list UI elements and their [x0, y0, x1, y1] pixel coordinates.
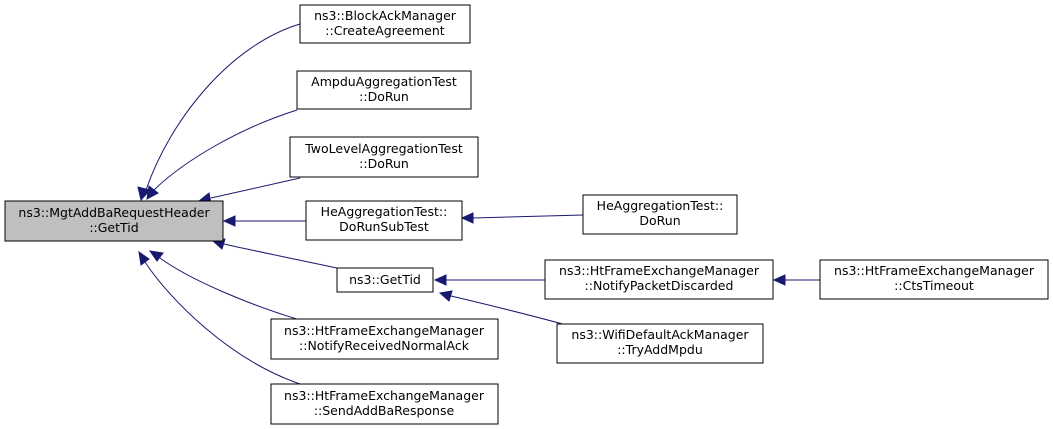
- edge-send-addba-to-root: [144, 261, 301, 385]
- edge-he-dorun-to-he-subtest-arrowhead: [460, 212, 474, 224]
- edge-try-add-mpdu-to-get-tid: [450, 295, 571, 327]
- node-label-line-1: AmpduAggregationTest: [311, 74, 457, 89]
- node-label-line-2: ::GetTid: [89, 220, 138, 235]
- edge-notify-discarded-to-get-tid-arrowhead: [433, 274, 447, 286]
- edge-two-level-test-to-root: [210, 177, 301, 199]
- node-label-line-2: ::SendAddBaResponse: [314, 403, 455, 418]
- node-label-line-2: ::TryAddMpdu: [617, 342, 703, 357]
- node-label-line-1: HeAggregationTest::: [597, 198, 724, 213]
- edge-notify-normal-ack-to-root-arrowhead: [148, 250, 164, 262]
- edge-send-addba-to-root-arrowhead: [138, 250, 150, 266]
- node-label-line-2: ::NotifyPacketDiscarded: [585, 278, 734, 293]
- node-label-line-1: ns3::HtFrameExchangeManager: [834, 263, 1035, 278]
- node-mgt-addba-request-header-get-tid[interactable]: ns3::MgtAddBaRequestHeader ::GetTid: [4, 200, 224, 242]
- edge-notify-normal-ack-to-root: [159, 257, 301, 321]
- node-label-line-2: ::DoRun: [359, 156, 409, 171]
- node-block-ack-manager-create-agreement[interactable]: ns3::BlockAckManager ::CreateAgreement: [299, 4, 471, 44]
- node-label-line-2: ::NotifyReceivedNormalAck: [299, 338, 470, 353]
- node-label-line-1: ns3::HtFrameExchangeManager: [284, 323, 485, 338]
- node-label-line-1: ns3::GetTid: [349, 272, 421, 287]
- edge-ampdu-test-to-root: [153, 109, 298, 191]
- node-two-level-aggregation-test-do-run[interactable]: TwoLevelAggregationTest ::DoRun: [289, 136, 479, 178]
- node-label-line-1: HeAggregationTest::: [321, 204, 448, 219]
- node-ht-frame-exchange-manager-cts-timeout[interactable]: ns3::HtFrameExchangeManager ::CtsTimeout: [819, 259, 1049, 300]
- edge-try-add-mpdu-to-get-tid-arrowhead: [438, 290, 453, 302]
- node-label-line-2: ::DoRun: [359, 89, 409, 104]
- edge-he-subtest-to-root-arrowhead: [222, 215, 236, 227]
- nodes: ns3::MgtAddBaRequestHeader ::GetTid ns3:…: [4, 4, 1049, 425]
- edge-ampdu-test-to-root-arrowhead: [146, 185, 159, 200]
- edge-cts-timeout-to-notify-discarded-arrowhead: [772, 274, 786, 286]
- node-label-line-1: ns3::MgtAddBaRequestHeader: [18, 205, 210, 220]
- node-ht-frame-exchange-manager-send-add-ba-response[interactable]: ns3::HtFrameExchangeManager ::SendAddBaR…: [270, 383, 499, 425]
- node-label-line-2: DoRunSubTest: [339, 219, 429, 234]
- node-label-line-2: ::CtsTimeout: [894, 278, 974, 293]
- node-label-line-1: ns3::WifiDefaultAckManager: [571, 327, 749, 342]
- node-label-line-1: ns3::HtFrameExchangeManager: [284, 388, 485, 403]
- node-label-line-1: TwoLevelAggregationTest: [304, 141, 463, 156]
- node-ht-frame-exchange-manager-notify-received-normal-ack[interactable]: ns3::HtFrameExchangeManager ::NotifyRece…: [270, 318, 499, 360]
- node-label-line-1: ns3::BlockAckManager: [314, 8, 457, 23]
- node-label-line-2: DoRun: [639, 213, 680, 228]
- edge-get-tid-to-root: [223, 243, 338, 269]
- node-he-aggregation-test-do-run[interactable]: HeAggregationTest:: DoRun: [582, 194, 738, 235]
- edge-block-ack-to-root: [145, 23, 301, 191]
- node-ht-frame-exchange-manager-notify-packet-discarded[interactable]: ns3::HtFrameExchangeManager ::NotifyPack…: [544, 259, 774, 300]
- node-wifi-default-ack-manager-try-add-mpdu[interactable]: ns3::WifiDefaultAckManager ::TryAddMpdu: [556, 323, 764, 364]
- node-he-aggregation-test-do-run-sub-test[interactable]: HeAggregationTest:: DoRunSubTest: [305, 200, 463, 241]
- node-get-tid[interactable]: ns3::GetTid: [336, 267, 434, 293]
- edge-he-dorun-to-he-subtest: [472, 214, 584, 219]
- edge-block-ack-to-root-arrowhead: [137, 186, 151, 202]
- node-ampdu-aggregation-test-do-run[interactable]: AmpduAggregationTest ::DoRun: [296, 70, 472, 110]
- node-label-line-1: ns3::HtFrameExchangeManager: [559, 263, 760, 278]
- node-label-line-2: ::CreateAgreement: [325, 23, 444, 38]
